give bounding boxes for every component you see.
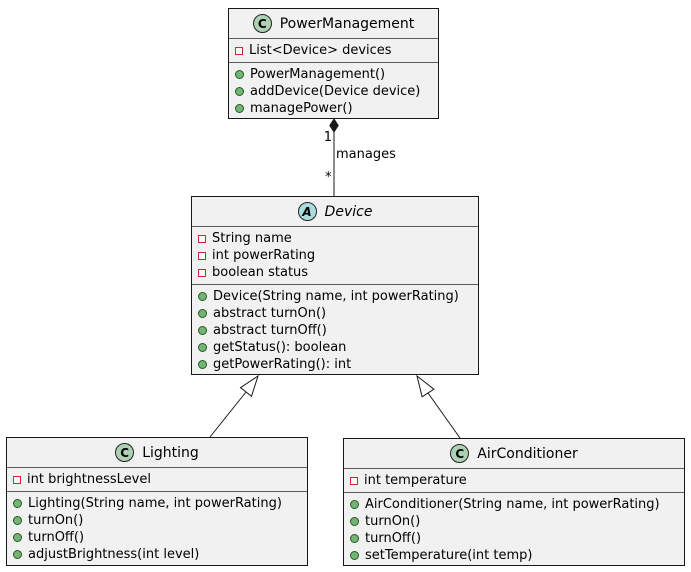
method-row: abstract turnOff() — [198, 322, 472, 339]
method-row: turnOff() — [13, 529, 301, 546]
method-text: Device(String name, int powerRating) — [213, 289, 459, 304]
private-field-icon — [13, 475, 21, 484]
public-method-icon — [198, 326, 207, 335]
public-method-icon — [235, 87, 244, 96]
inheritance-triangle-icon — [239, 374, 259, 398]
public-method-icon — [198, 360, 207, 369]
public-method-icon — [198, 343, 207, 352]
field-row: boolean status — [198, 264, 472, 281]
class-lighting-title: C Lighting — [7, 438, 307, 467]
private-field-icon — [235, 46, 243, 55]
class-device-title: A Device — [192, 197, 478, 226]
method-text: turnOff() — [365, 531, 422, 546]
field-text: int brightnessLevel — [27, 472, 151, 487]
method-text: abstract turnOn() — [213, 306, 327, 321]
public-method-icon — [350, 517, 359, 526]
public-method-icon — [13, 550, 22, 559]
field-row: List<Device> devices — [235, 42, 432, 59]
class-airconditioner: C AirConditioner int temperature AirCond… — [343, 438, 685, 566]
method-text: AirConditioner(String name, int powerRat… — [365, 497, 660, 512]
public-method-icon — [235, 104, 244, 113]
composition-edge-label: manages — [336, 147, 396, 162]
class-device: A Device String name int powerRating boo… — [191, 196, 479, 375]
class-name: Device — [324, 203, 373, 220]
method-text: addDevice(Device device) — [250, 84, 421, 99]
composition-target-multiplicity: * — [325, 170, 332, 185]
class-name: PowerManagement — [279, 15, 415, 32]
public-method-icon — [198, 309, 207, 318]
public-method-icon — [235, 70, 244, 79]
private-field-icon — [198, 234, 206, 243]
fields-section: String name int powerRating boolean stat… — [192, 226, 478, 284]
method-row: turnOff() — [350, 530, 678, 547]
fields-section: List<Device> devices — [229, 38, 438, 62]
method-text: setTemperature(int temp) — [365, 548, 533, 563]
public-method-icon — [13, 516, 22, 525]
public-method-icon — [13, 533, 22, 542]
method-row: turnOn() — [350, 513, 678, 530]
method-row: setTemperature(int temp) — [350, 547, 678, 564]
public-method-icon — [13, 499, 22, 508]
method-text: Lighting(String name, int powerRating) — [28, 496, 282, 511]
methods-section: Device(String name, int powerRating) abs… — [192, 284, 478, 374]
abstract-stereotype-icon: A — [297, 202, 317, 221]
inheritance-edge-airconditioner — [416, 374, 461, 439]
method-row: turnOn() — [13, 512, 301, 529]
composition-source-multiplicity: 1 — [323, 130, 332, 145]
field-row: int brightnessLevel — [13, 471, 301, 488]
method-text: turnOff() — [28, 530, 85, 545]
method-text: getPowerRating(): int — [213, 357, 352, 372]
class-stereotype-icon: C — [252, 14, 272, 33]
methods-section: AirConditioner(String name, int powerRat… — [344, 492, 684, 565]
class-powermanagement: C PowerManagement List<Device> devices P… — [228, 8, 439, 119]
method-row: getStatus(): boolean — [198, 339, 472, 356]
field-row: int temperature — [350, 472, 678, 489]
method-text: turnOn() — [28, 513, 84, 528]
field-text: List<Device> devices — [249, 43, 392, 58]
private-field-icon — [350, 476, 358, 485]
methods-section: PowerManagement() addDevice(Device devic… — [229, 62, 438, 118]
class-powermanagement-title: C PowerManagement — [229, 9, 438, 38]
private-field-icon — [198, 251, 206, 260]
public-method-icon — [350, 551, 359, 560]
method-text: getStatus(): boolean — [213, 340, 347, 355]
method-row: adjustBrightness(int level) — [13, 546, 301, 563]
field-text: int temperature — [364, 473, 467, 488]
method-text: PowerManagement() — [250, 67, 386, 82]
class-name: AirConditioner — [477, 445, 578, 462]
inheritance-triangle-icon — [416, 374, 435, 398]
inheritance-edge-lighting — [209, 374, 259, 438]
methods-section: Lighting(String name, int powerRating) t… — [7, 491, 307, 565]
field-row: int powerRating — [198, 247, 472, 264]
public-method-icon — [198, 292, 207, 301]
method-text: abstract turnOff() — [213, 323, 327, 338]
field-text: String name — [212, 231, 292, 246]
method-row: getPowerRating(): int — [198, 356, 472, 373]
field-text: int powerRating — [212, 248, 316, 263]
method-row: AirConditioner(String name, int powerRat… — [350, 496, 678, 513]
fields-section: int temperature — [344, 468, 684, 492]
method-row: Device(String name, int powerRating) — [198, 288, 472, 305]
public-method-icon — [350, 534, 359, 543]
method-row: managePower() — [235, 100, 432, 117]
class-airconditioner-title: C AirConditioner — [344, 439, 684, 468]
class-stereotype-icon: C — [450, 444, 470, 463]
field-row: String name — [198, 230, 472, 247]
class-name: Lighting — [142, 444, 199, 461]
public-method-icon — [350, 500, 359, 509]
fields-section: int brightnessLevel — [7, 467, 307, 491]
class-stereotype-icon: C — [115, 443, 135, 462]
method-row: Lighting(String name, int powerRating) — [13, 495, 301, 512]
method-row: addDevice(Device device) — [235, 83, 432, 100]
method-text: turnOn() — [365, 514, 421, 529]
method-text: adjustBrightness(int level) — [28, 547, 200, 562]
method-text: managePower() — [250, 101, 353, 116]
method-row: PowerManagement() — [235, 66, 432, 83]
private-field-icon — [198, 268, 206, 277]
method-row: abstract turnOn() — [198, 305, 472, 322]
class-lighting: C Lighting int brightnessLevel Lighting(… — [6, 437, 308, 566]
field-text: boolean status — [212, 265, 309, 280]
